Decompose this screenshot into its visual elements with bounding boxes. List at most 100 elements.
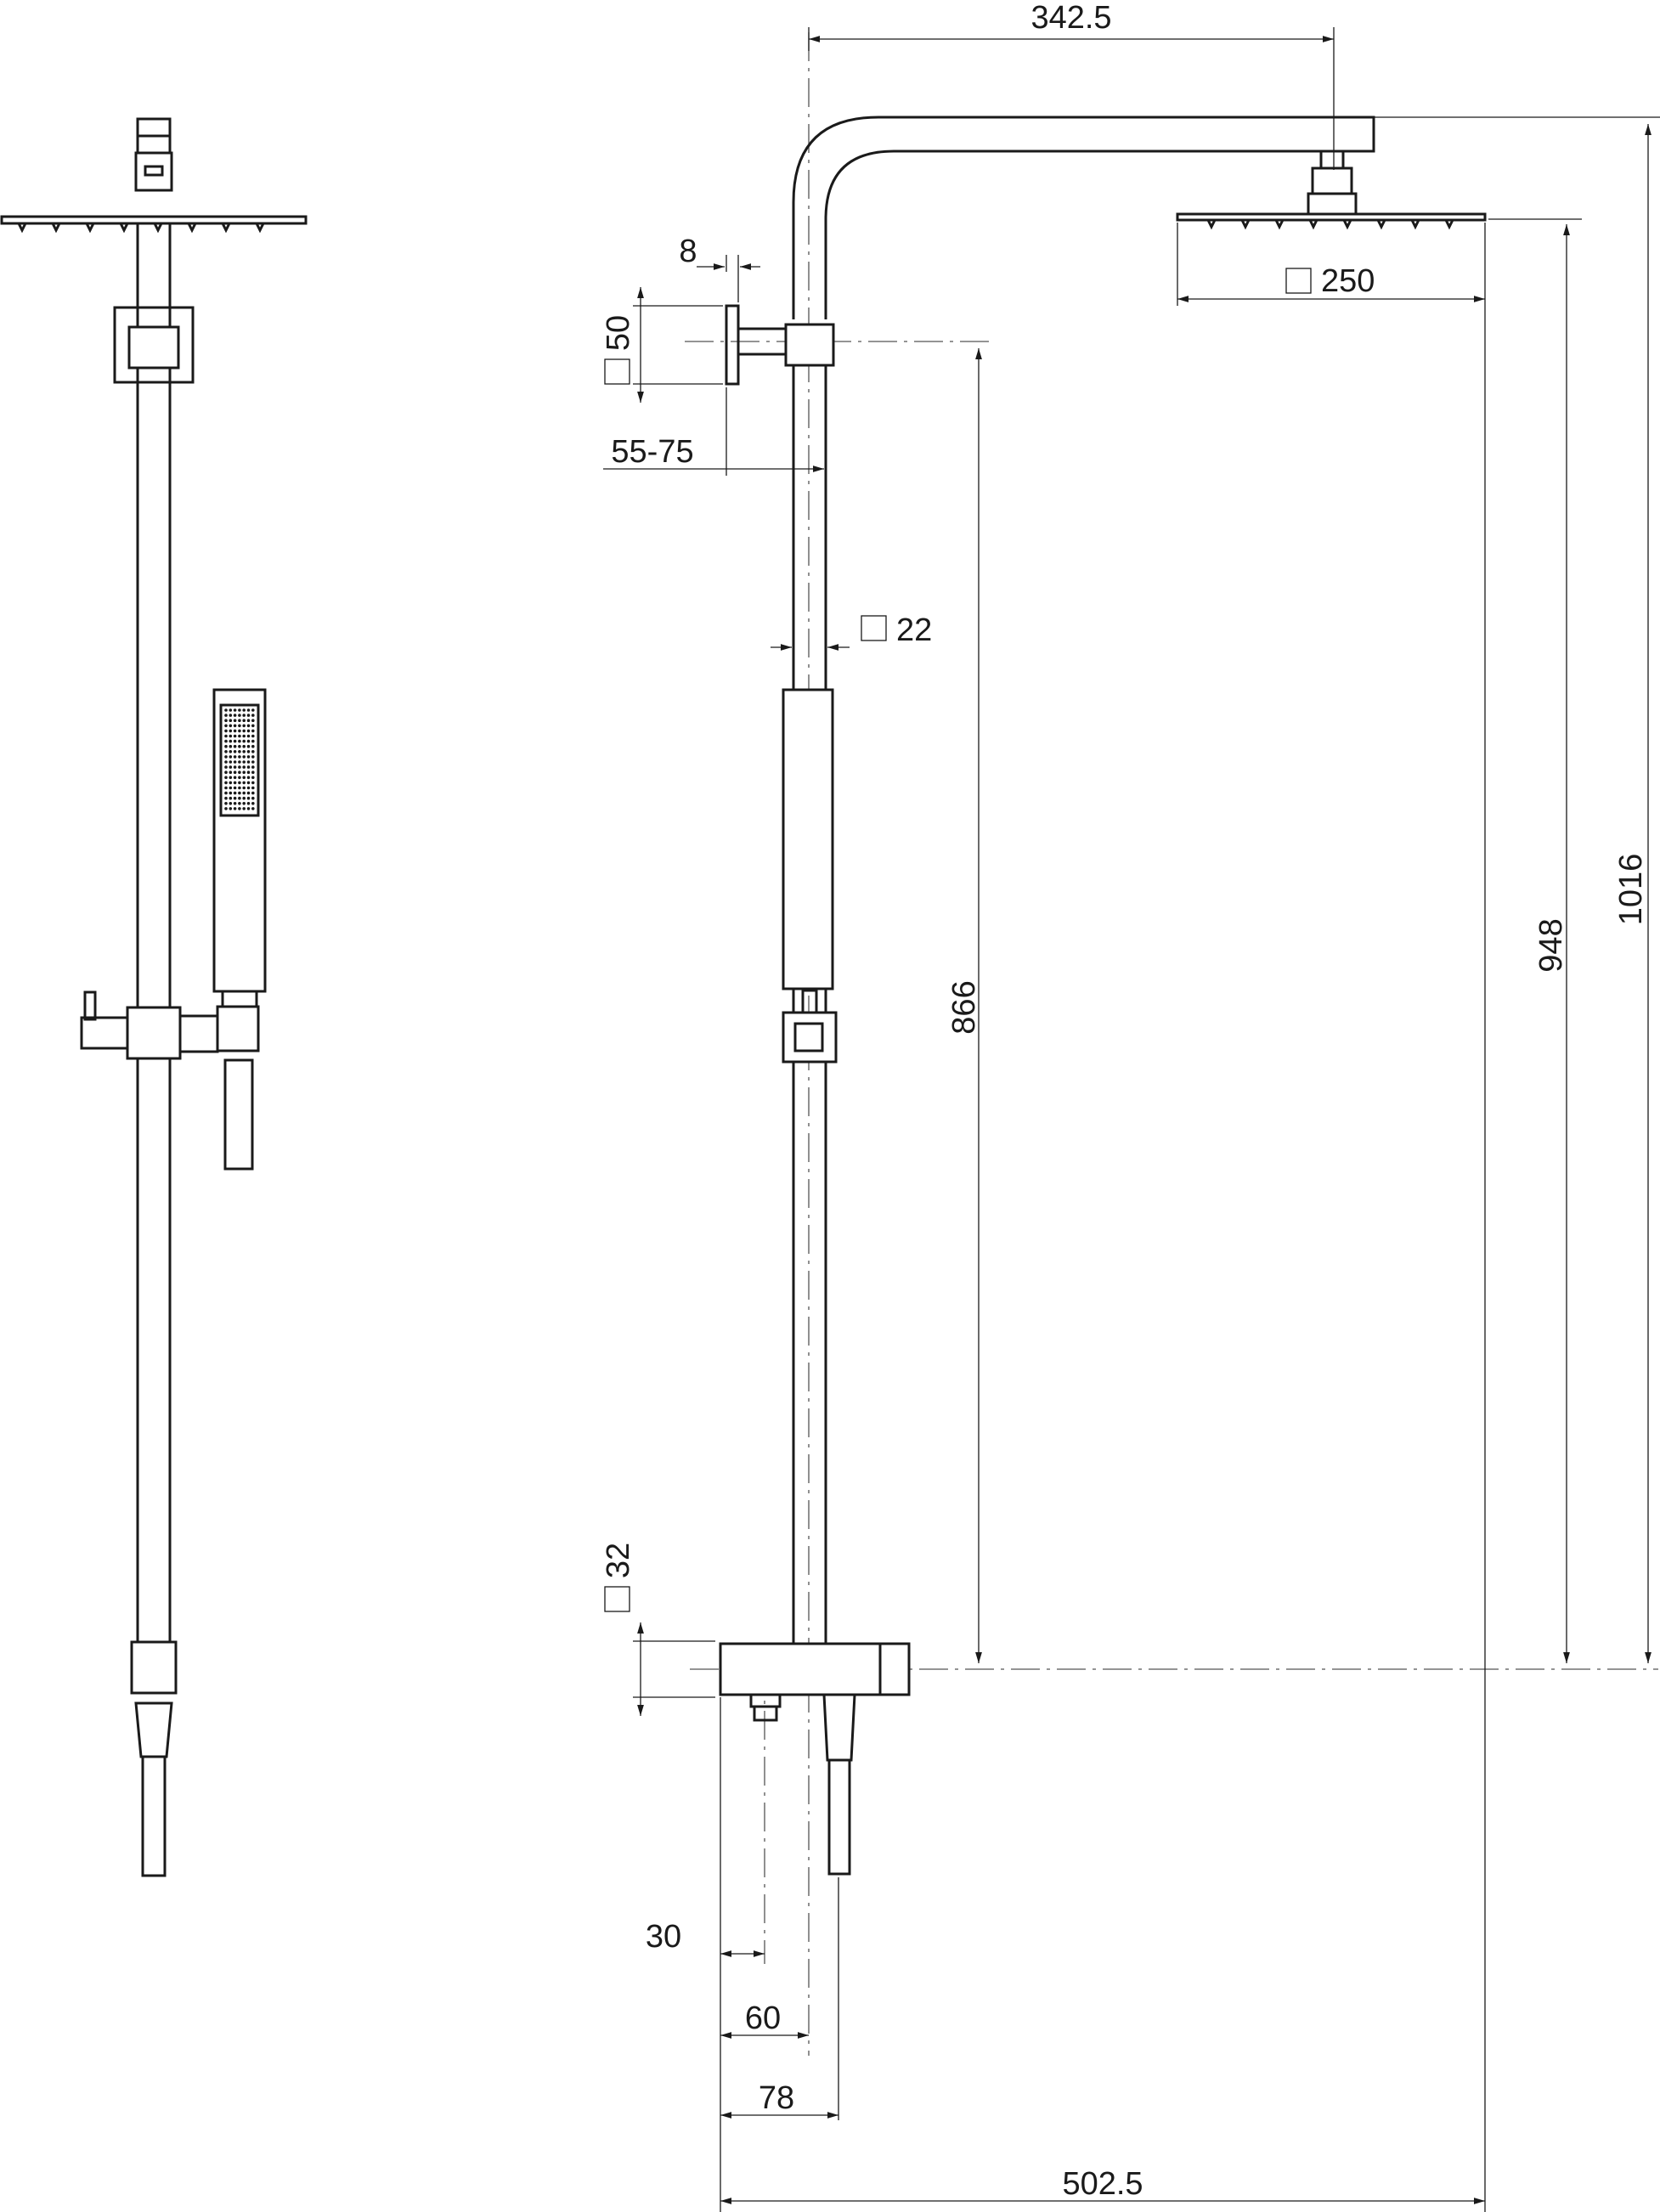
hand-shower-nozzle: [233, 776, 237, 780]
hand-shower-nozzle: [229, 744, 233, 748]
label-height-total: 1016: [1613, 854, 1649, 926]
side-valve-body: [719, 1642, 911, 1696]
hand-shower-nozzle: [224, 734, 228, 738]
hand-shower-nozzle: [229, 796, 233, 800]
hand-shower-nozzle: [246, 714, 251, 717]
hand-shower-nozzle: [233, 765, 237, 769]
hand-shower-nozzle: [242, 802, 246, 805]
hand-shower-nozzle: [229, 755, 233, 759]
front-head-swivel: [134, 151, 173, 192]
hand-shower-nozzle: [238, 802, 241, 805]
hand-shower-nozzle: [233, 770, 237, 774]
hand-shower-nozzle: [242, 781, 246, 785]
hand-shower-nozzle: [224, 802, 228, 805]
hand-shower-nozzle: [246, 807, 251, 810]
hand-shower-nozzle: [251, 776, 255, 780]
hand-shower-nozzle: [251, 714, 255, 717]
front-hose: [141, 1755, 167, 1877]
hand-shower-nozzle: [242, 744, 246, 748]
front-wall-bracket: [113, 306, 195, 384]
hand-shower-nozzle: [242, 708, 246, 712]
hand-shower-nozzle: [233, 724, 237, 728]
hand-shower-nozzle: [233, 719, 237, 722]
label-rail-offset: 60: [745, 2000, 781, 2036]
front-rail: [136, 222, 172, 1644]
hand-shower-nozzle: [229, 714, 233, 717]
side-head-swivel: [1311, 166, 1353, 195]
hand-shower-nozzle: [233, 750, 237, 753]
side-head-nozzles: [1206, 219, 1454, 230]
label-bracket-thickness: 8: [679, 234, 697, 269]
hand-shower-nozzle: [238, 734, 241, 738]
front-holder: [216, 1005, 260, 1052]
square-symbol-head: [1285, 268, 1312, 294]
hand-shower-nozzle: [224, 776, 228, 780]
hand-shower-nozzle: [251, 755, 255, 759]
hand-shower-nozzle: [233, 734, 237, 738]
hand-shower-nozzle: [246, 708, 251, 712]
hand-shower-nozzle: [251, 724, 255, 728]
hand-shower-nozzle: [242, 714, 246, 717]
hand-shower-nozzle: [229, 729, 233, 733]
hand-shower-nozzle: [246, 796, 251, 800]
label-bracket-plate: 50: [601, 315, 636, 351]
hand-shower-nozzle: [238, 724, 241, 728]
front-slider-block: [126, 1006, 182, 1060]
hand-shower-nozzle: [238, 807, 241, 810]
hand-shower-nozzle: [224, 744, 228, 748]
hand-shower-nozzle: [229, 719, 233, 722]
hand-shower-nozzle: [246, 765, 251, 769]
hand-shower-nozzle: [242, 719, 246, 722]
hand-shower-nozzle: [242, 729, 246, 733]
hand-shower-nozzle: [246, 776, 251, 780]
hand-shower-nozzle: [251, 750, 255, 753]
hand-shower-nozzle: [238, 708, 241, 712]
hand-shower-nozzle: [224, 739, 228, 743]
hand-shower-nozzle: [238, 796, 241, 800]
hand-shower-nozzle: [246, 719, 251, 722]
hand-shower-nozzle: [229, 708, 233, 712]
side-slider-block: [782, 1011, 838, 1064]
side-wall-plate: [725, 304, 740, 386]
hand-shower-nozzle: [242, 786, 246, 790]
hand-shower-nozzle: [224, 791, 228, 795]
hand-shower-nozzle: [224, 770, 228, 774]
hand-shower-nozzle: [233, 791, 237, 795]
hand-shower-nozzle: [229, 765, 233, 769]
hand-shower-nozzle: [251, 708, 255, 712]
hand-shower-nozzle: [229, 760, 233, 764]
hand-shower-nozzle: [246, 770, 251, 774]
hand-shower-nozzle: [251, 807, 255, 810]
hand-shower-nozzle: [246, 786, 251, 790]
side-hand-shower: [782, 688, 834, 990]
hand-shower-nozzle: [238, 786, 241, 790]
hand-shower-nozzle: [238, 765, 241, 769]
label-hose-offset: 78: [759, 2080, 794, 2116]
hand-shower-nozzle: [224, 708, 228, 712]
front-hose-nut: [223, 1058, 254, 1171]
label-height-bracket: 866: [946, 980, 982, 1034]
hand-shower-nozzle: [251, 786, 255, 790]
hand-shower-nozzle: [238, 755, 241, 759]
hand-shower-nozzle: [246, 802, 251, 805]
hand-shower-nozzle: [251, 802, 255, 805]
hand-shower-nozzle: [251, 781, 255, 785]
hand-shower-nozzle: [238, 729, 241, 733]
hand-shower-nozzle: [229, 734, 233, 738]
label-head-size: 250: [1321, 263, 1375, 299]
hand-shower-nozzle: [246, 729, 251, 733]
hand-shower-nozzle: [238, 714, 241, 717]
hand-shower-nozzle: [251, 765, 255, 769]
hand-shower-nozzle: [238, 791, 241, 795]
hand-shower-nozzle: [242, 796, 246, 800]
hand-shower-nozzle: [251, 744, 255, 748]
hand-shower-nozzle: [238, 719, 241, 722]
front-hose-cone: [134, 1701, 173, 1758]
hand-shower-nozzle: [251, 760, 255, 764]
square-symbol-bracket: [604, 358, 630, 385]
hand-shower-nozzle: [229, 802, 233, 805]
hand-shower-nozzle: [246, 760, 251, 764]
hand-shower-nozzle: [233, 739, 237, 743]
hand-shower-nozzle: [246, 791, 251, 795]
